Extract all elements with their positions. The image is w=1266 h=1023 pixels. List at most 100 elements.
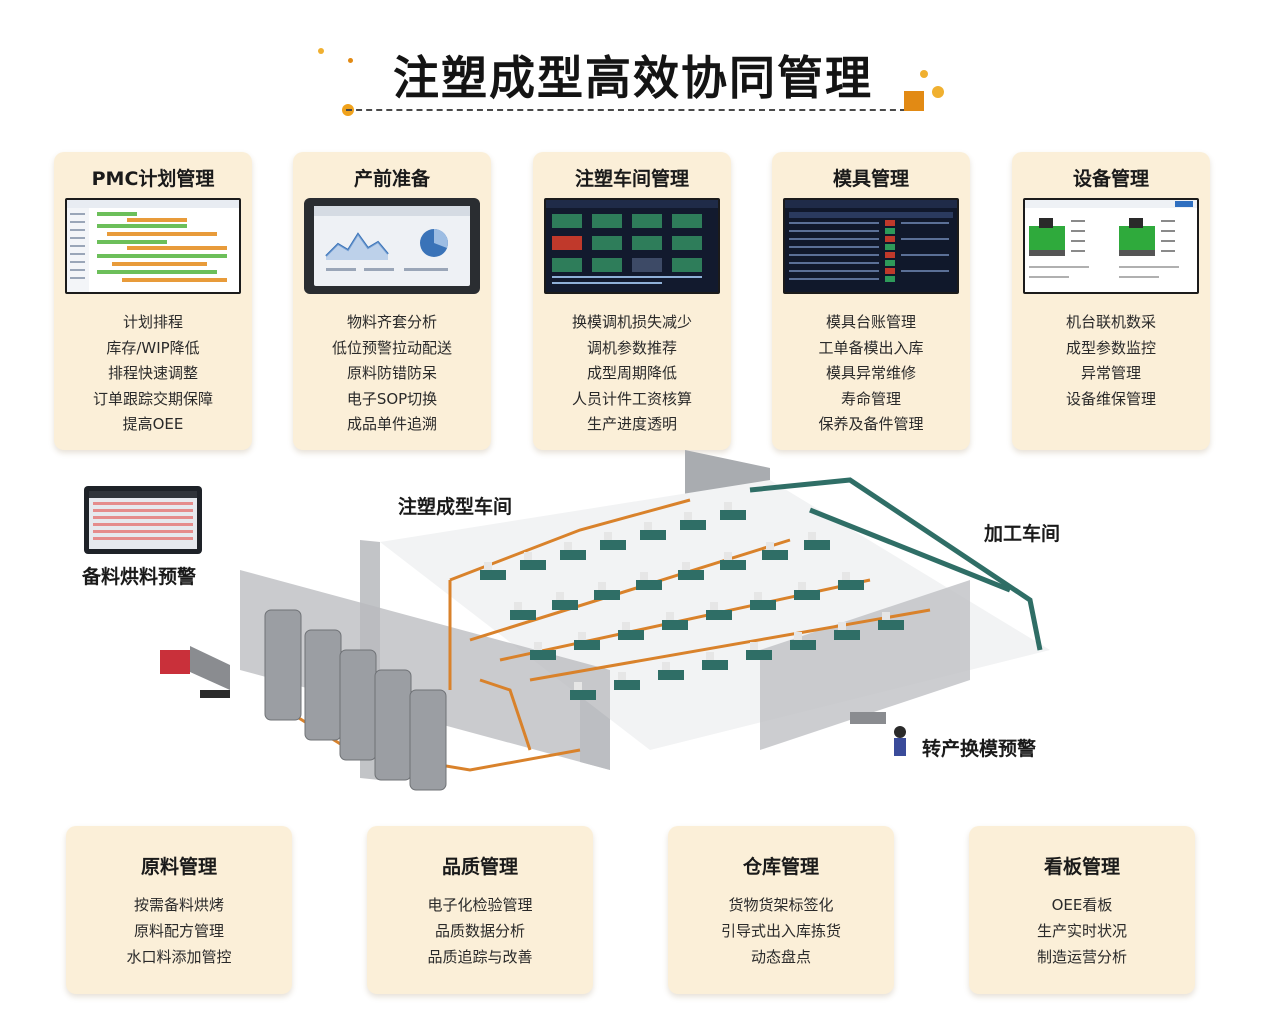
molding-machine [520,560,546,570]
feature-item: 异常管理 [1080,364,1141,382]
mold-table-icon [783,198,959,294]
card-title: 设备管理 [1072,168,1149,190]
feature-item: OEE看板 [1051,896,1113,914]
machine-hopper [754,592,762,600]
feature-list: 物料齐套分析 低位预警拉动配送 原料防错防呆 电子SOP切换 成品单件追溯 [293,310,491,438]
molding-machine [762,550,788,560]
feature-item: 换模调机损失减少 [571,313,692,331]
molding-machine [720,560,746,570]
card-title: PMC计划管理 [91,168,215,190]
machine-hopper [706,652,714,660]
molding-machine [790,640,816,650]
molding-machine [640,530,666,540]
machine-hopper [534,642,542,650]
title-block: 注塑成型高效协同管理 [0,30,1266,120]
molding-machine [678,570,704,580]
feature-item: 排程快速调整 [107,364,198,382]
feature-item: 原料配方管理 [133,922,224,940]
molding-machine [636,580,662,590]
machine-hopper [618,672,626,680]
card-preproduction: 产前准备 物料齐套分析 低位预警拉动配送 原料防错防呆 电子SOP切换 成品单件… [293,152,491,450]
molding-machine [552,600,578,610]
drying-monitor-icon [84,486,202,554]
tablet-screen-icon [304,198,480,294]
feature-list: 模具台账管理 工单备模出入库 模具异常维修 寿命管理 保养及备件管理 [772,310,970,438]
feature-list: 货物货架标签化 引导式出入库拣货 动态盘点 [668,892,894,970]
machine-hopper [750,642,758,650]
molding-machine [838,580,864,590]
molding-machine [560,550,586,560]
card-kanban: 看板管理 OEE看板 生产实时状况 制造运营分析 [969,826,1195,994]
molding-machine [574,640,600,650]
machine-hopper [604,532,612,540]
machine-hopper [682,562,690,570]
feature-item: 货物货架标签化 [728,896,834,914]
machine-hopper [842,572,850,580]
machine-hopper [640,572,648,580]
molding-machine [804,540,830,550]
feature-item: 调机参数推荐 [586,338,677,357]
feature-item: 制造运营分析 [1036,948,1127,966]
molding-machine [614,680,640,690]
machine-hopper [524,552,532,560]
machine-hopper [514,602,522,610]
card-title: 注塑车间管理 [574,168,689,190]
feature-item: 订单跟踪交期保障 [92,389,213,408]
feature-item: 按需备料烘烤 [133,896,224,914]
machine-hopper [564,542,572,550]
feature-list: 机台联机数采 成型参数监控 异常管理 设备维保管理 [1012,310,1210,412]
gantt-screen-icon [65,198,241,294]
machine-hopper [724,552,732,560]
molding-machine [746,650,772,660]
feature-item: 寿命管理 [840,389,901,408]
machine-hopper [882,612,890,620]
card-workshop: 注塑车间管理 换模调机损失减少 调机参数推荐 成型周期降低 人员计件工资核算 生… [533,152,731,450]
feature-item: 原料防错防呆 [346,364,437,382]
molding-machine [702,660,728,670]
title-underline [346,109,906,111]
card-title: 品质管理 [441,856,518,878]
molding-machine [510,610,536,620]
machine-hopper [556,592,564,600]
card-pmc: PMC计划管理 计划排程 库存/WIP降低 排程快速调整 订单跟踪交期保障 [54,152,252,450]
card-equipment: 设备管理 机台联机数采 成型参数监控 异常管理 设备维保管理 [1012,152,1210,450]
machine-status-icon [1023,198,1199,294]
machine-hopper [724,502,732,510]
machine-hopper [484,562,492,570]
label-mold-change-warning: 转产换模预警 [922,738,1037,760]
feature-item: 动态盘点 [750,948,811,966]
card-title: 产前准备 [353,168,430,190]
molding-machine [706,610,732,620]
title-square-icon [904,91,924,111]
label-processing-workshop: 加工车间 [984,523,1061,545]
feature-item: 电子SOP切换 [346,389,438,408]
card-title: 看板管理 [1043,856,1120,878]
molding-machine [750,600,776,610]
molding-machine [680,520,706,530]
molding-machine [662,620,688,630]
feature-item: 低位预警拉动配送 [331,338,452,357]
workshop-board-icon [544,198,720,294]
feature-item: 保养及备件管理 [818,415,924,433]
feature-item: 电子化检验管理 [427,896,533,914]
feature-item: 提高OEE [122,415,184,433]
feature-item: 成型参数监控 [1065,338,1156,357]
decor-dot-icon [318,48,324,54]
factory-floor-illustration [160,450,1050,791]
machine-hopper [798,582,806,590]
molding-machine [600,540,626,550]
molding-machine [794,590,820,600]
card-title: 原料管理 [140,856,217,878]
machine-hopper [766,542,774,550]
machine-hopper [666,612,674,620]
feature-item: 库存/WIP降低 [106,338,200,357]
machine-hopper [684,512,692,520]
feature-item: 生产进度透明 [586,415,677,433]
machine-hopper [794,632,802,640]
feature-list: 计划排程 库存/WIP降低 排程快速调整 订单跟踪交期保障 提高OEE [54,310,252,438]
feature-item: 水口料添加管控 [126,948,232,966]
feature-item: 品质数据分析 [434,922,525,940]
molding-machine [658,670,684,680]
decor-dot-icon [932,86,944,98]
feature-list: OEE看板 生产实时状况 制造运营分析 [969,892,1195,970]
